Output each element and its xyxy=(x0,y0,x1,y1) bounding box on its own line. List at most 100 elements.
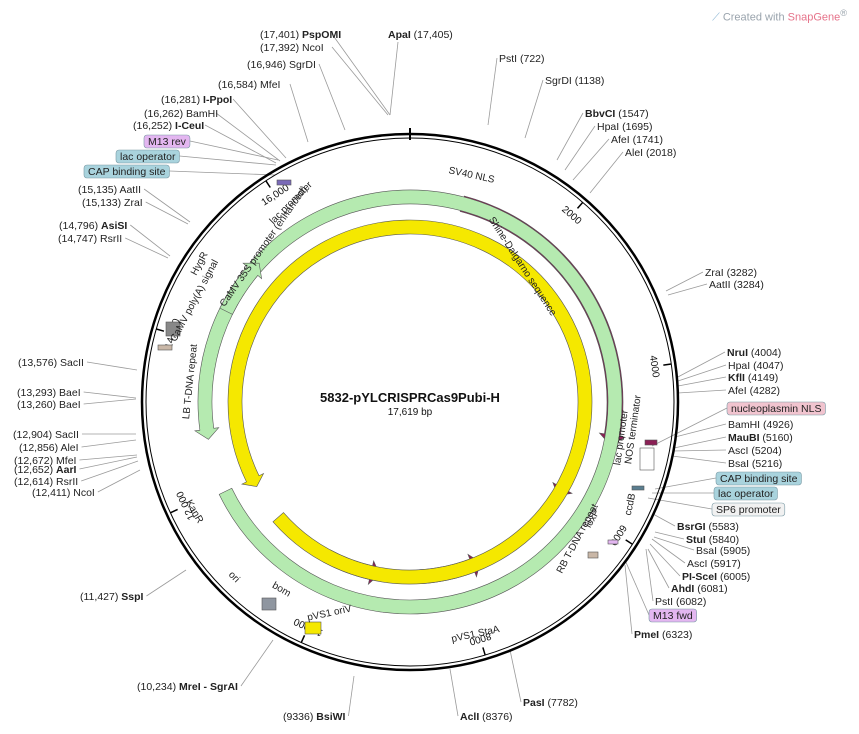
lb-box xyxy=(165,321,181,337)
site-label: (12,411) NcoI xyxy=(32,487,95,499)
site-label: (16,584) MfeI xyxy=(218,79,280,91)
leader-line xyxy=(665,271,704,292)
tick-mark xyxy=(625,539,633,545)
leader-line xyxy=(79,454,138,461)
svg-text:M13 fwd: M13 fwd xyxy=(653,610,693,622)
site-label: StuI (5840) xyxy=(686,534,739,546)
svg-text:CAP binding site: CAP binding site xyxy=(720,473,798,485)
site-label: PmeI (6323) xyxy=(634,629,692,641)
site-label: MauBI (5160) xyxy=(728,432,793,444)
oriv-box xyxy=(304,621,322,635)
lox-mark xyxy=(607,539,619,545)
site-label: (12,672) MfeI xyxy=(14,455,76,467)
site-label: (17,392) NcoI xyxy=(260,42,324,54)
feature-arrow-kanr xyxy=(194,189,623,615)
site-label: (16,262) BamHI xyxy=(144,108,218,120)
feature-box-label: SP6 promoter xyxy=(711,502,786,517)
leader-line xyxy=(645,548,654,602)
leader-line xyxy=(86,361,138,371)
plasmid-name: 5832-pYLCRISPRCas9Pubi-H xyxy=(320,390,500,405)
feature-box-label: lac operator xyxy=(115,149,180,164)
plasmid-backbone xyxy=(140,128,680,672)
leader-line xyxy=(79,456,138,470)
site-label: (13,293) BaeI xyxy=(17,387,81,399)
leader-line xyxy=(331,46,389,116)
tick-label: 2000 xyxy=(559,204,583,227)
leader-line xyxy=(81,460,139,482)
leader-line xyxy=(624,564,633,635)
snapgene-watermark: ⟋ Created with SnapGene® xyxy=(712,8,847,24)
site-label: (16,946) SgrDI xyxy=(247,59,316,71)
leader-line xyxy=(524,79,544,139)
svg-text:M13 rev: M13 rev xyxy=(148,136,187,148)
leader-line xyxy=(318,63,346,131)
plasmid-size: 17,619 bp xyxy=(388,407,433,418)
tick-mark xyxy=(156,328,165,332)
leader-line xyxy=(81,439,137,448)
site-label: KflI (4149) xyxy=(728,372,778,384)
leader-line xyxy=(348,675,355,717)
feature-label-ori: ori xyxy=(226,569,242,585)
inner-feature-label: pVS1 oriV xyxy=(306,603,353,623)
leader-line xyxy=(589,151,624,194)
feature-box-label: M13 fwd xyxy=(648,608,697,623)
leader-line xyxy=(487,57,498,126)
rb-box xyxy=(587,551,599,559)
leader-line xyxy=(289,83,309,143)
leader-line xyxy=(674,423,727,438)
leader-line xyxy=(83,391,137,399)
leader-lines xyxy=(79,33,728,717)
lb-repeat xyxy=(157,344,173,351)
site-label: HpaI (1695) xyxy=(597,121,652,133)
site-label: AscI (5917) xyxy=(687,558,741,570)
svg-text:lac operator: lac operator xyxy=(120,151,176,163)
tick-mark xyxy=(482,647,486,656)
leader-line xyxy=(556,112,584,161)
site-label: AfeI (4282) xyxy=(728,385,780,397)
leader-line xyxy=(509,649,522,703)
leader-line xyxy=(677,376,727,387)
svg-text:CAP binding site: CAP binding site xyxy=(88,166,166,178)
leader-line xyxy=(179,155,277,166)
site-label: (12,614) RsrII xyxy=(14,476,78,488)
site-label: PstI (6082) xyxy=(655,596,706,608)
site-label: AfeI (1741) xyxy=(611,134,663,146)
feature-box-label: nucleoplasmin NLS xyxy=(726,401,826,416)
leader-line xyxy=(672,449,727,452)
tick-mark xyxy=(265,180,271,188)
site-label: SgrDI (1138) xyxy=(545,75,604,87)
site-label: AclI (8376) xyxy=(460,711,513,723)
site-label: (9336) BsiWI xyxy=(283,711,346,723)
site-label: (16,252) I-CeuI xyxy=(133,120,204,132)
leader-line xyxy=(673,436,727,449)
feature-box-label: M13 rev xyxy=(143,134,191,149)
leader-line xyxy=(647,548,670,589)
site-label: PI-SceI (6005) xyxy=(682,571,750,583)
leader-line xyxy=(572,138,610,181)
site-label: (11,427) SspI xyxy=(80,591,144,603)
svg-text:lac operator: lac operator xyxy=(718,488,774,500)
leader-line xyxy=(675,351,726,379)
tick-mark xyxy=(576,201,584,209)
site-label: AhdI (6081) xyxy=(671,583,728,595)
leader-line xyxy=(331,33,391,116)
feature-box-label: CAP binding site xyxy=(715,471,802,486)
svg-text:SP6 promoter: SP6 promoter xyxy=(716,504,781,516)
site-label: ZraI (3282) xyxy=(705,267,757,279)
bom-box xyxy=(261,597,277,611)
leader-line xyxy=(240,639,274,687)
leader-line xyxy=(97,469,141,493)
leader-line xyxy=(564,125,596,171)
leader-line xyxy=(651,538,686,564)
site-label: AscI (5204) xyxy=(728,445,782,457)
site-label: (10,234) MreI - SgrAI xyxy=(137,681,238,693)
leader-line xyxy=(449,668,459,717)
site-label: AleI (2018) xyxy=(625,147,676,159)
site-label: AatII (3284) xyxy=(709,279,764,291)
inner-feature-label: SV40 NLS xyxy=(448,165,496,186)
site-label: (16,281) I-PpoI xyxy=(161,94,232,106)
leader-line xyxy=(125,237,169,259)
leader-line xyxy=(215,112,281,162)
leader-line xyxy=(130,224,171,257)
